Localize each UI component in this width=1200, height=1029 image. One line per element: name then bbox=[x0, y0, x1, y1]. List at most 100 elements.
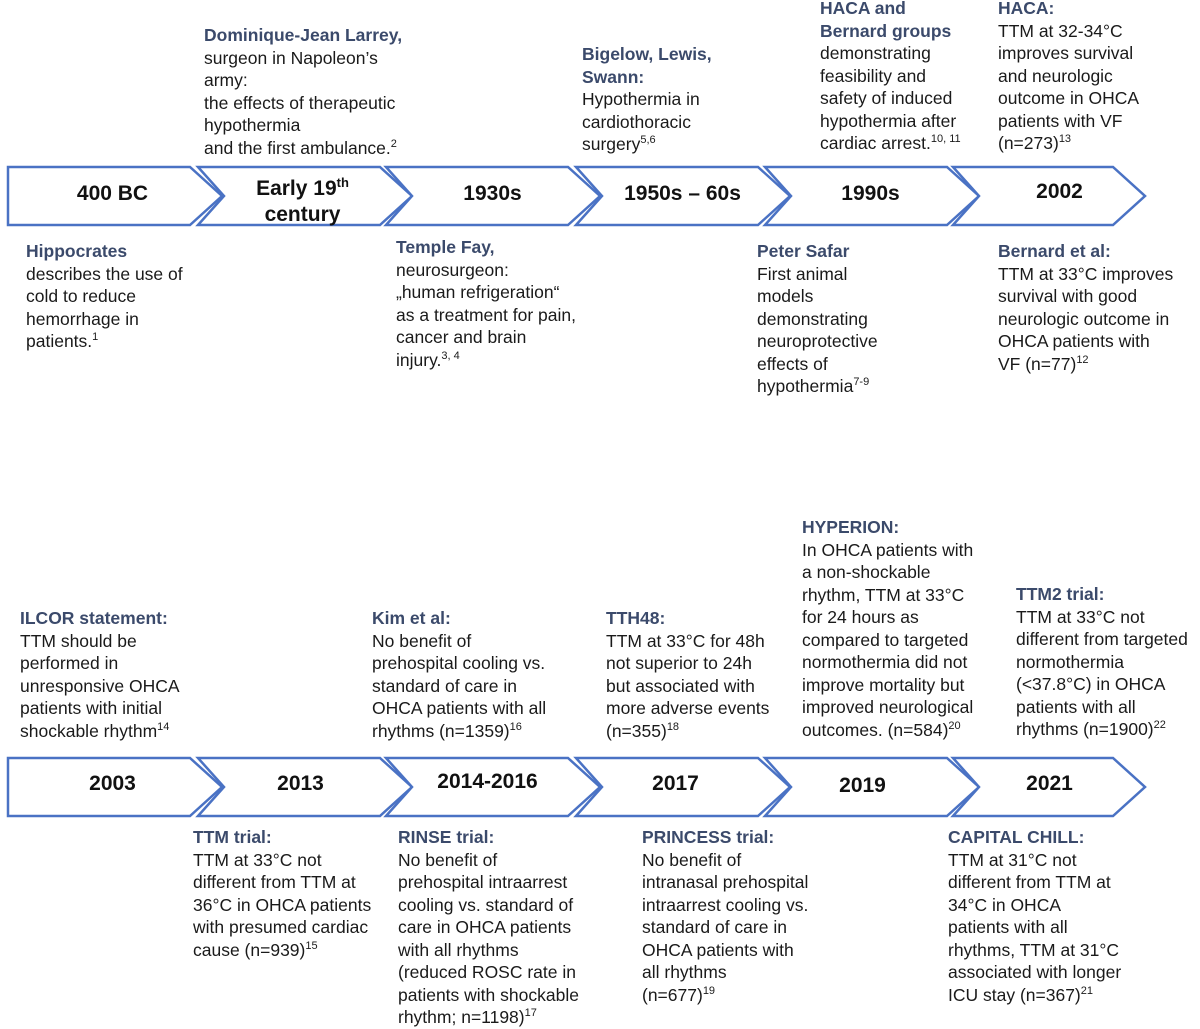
note-line: survival with good bbox=[998, 286, 1138, 306]
note-line: TTM at 32-34°C bbox=[998, 20, 1123, 41]
chevron-400bc bbox=[6, 165, 224, 227]
note-line: cooling vs. standard of bbox=[398, 894, 574, 915]
note-heading: TTH48: bbox=[606, 608, 666, 628]
note-line: normothermia did not bbox=[802, 652, 968, 672]
note-line: First animal bbox=[757, 263, 848, 284]
note-line: No benefit of bbox=[372, 630, 472, 651]
chevron-1990s bbox=[762, 165, 981, 227]
note-line: No benefit of bbox=[398, 849, 498, 870]
note-line: models bbox=[757, 286, 814, 306]
note-line: rhythm, TTM at 33°C bbox=[802, 584, 965, 605]
note-line: different from TTM at bbox=[948, 872, 1111, 892]
note-temple-fay: Temple Fay,neurosurgeon:„human refrigera… bbox=[396, 236, 576, 371]
reference-number: 2 bbox=[390, 137, 397, 150]
note-line: hypothermia after bbox=[820, 110, 957, 131]
note-heading: RINSE trial: bbox=[398, 827, 495, 847]
era-early-19th-century: Early 19th century bbox=[256, 175, 349, 226]
note-line: improved neurological bbox=[802, 697, 974, 717]
note-line: TTM at 33°C for 48h bbox=[606, 630, 765, 651]
note-line: safety of induced bbox=[820, 88, 953, 108]
reference-number: 13 bbox=[1058, 133, 1072, 146]
note-line: shockable rhythm14 bbox=[20, 720, 170, 741]
note-line: intraarrest cooling vs. bbox=[642, 894, 809, 915]
era-400bc: 400 BC bbox=[76, 182, 149, 205]
era-1950s-60s: 1950s – 60s bbox=[624, 182, 741, 205]
note-line: with presumed cardiac bbox=[193, 917, 369, 937]
note-heading: Peter Safar bbox=[757, 241, 850, 261]
era-2003: 2003 bbox=[89, 772, 136, 795]
note-line: demonstrating bbox=[757, 308, 868, 329]
note-line: feasibility and bbox=[820, 65, 927, 86]
note-line: improve mortality but bbox=[802, 674, 965, 695]
reference-number: 21 bbox=[1080, 984, 1094, 997]
chevron-2021 bbox=[950, 756, 1147, 818]
era-1930s: 1930s bbox=[463, 182, 522, 205]
note-line: (n=355)18 bbox=[606, 720, 680, 741]
note-line: and neurologic bbox=[998, 65, 1113, 86]
note-line: compared to targeted bbox=[802, 629, 969, 650]
reference-number: 15 bbox=[305, 939, 318, 952]
note-line: rhythms (n=1900)22 bbox=[1016, 719, 1166, 739]
era-1990s: 1990s bbox=[841, 182, 900, 205]
note-line: rhythms (n=1359)16 bbox=[372, 720, 522, 741]
chevron-2019 bbox=[762, 756, 981, 818]
note-heading: CAPITAL CHILL: bbox=[948, 827, 1085, 847]
note-line: but associated with bbox=[606, 675, 755, 696]
note-heading: Kim et al: bbox=[372, 608, 451, 628]
note-line: patients with all bbox=[1016, 696, 1136, 717]
note-line: In OHCA patients with bbox=[802, 539, 974, 560]
note-line: 34°C in OHCA bbox=[948, 894, 1062, 915]
note-line: outcomes. (n=584)20 bbox=[802, 719, 961, 740]
note-line: hemorrhage in bbox=[26, 308, 139, 329]
note-line: a non-shockable bbox=[802, 562, 931, 582]
note-heading: Dominique-Jean Larrey, bbox=[204, 25, 403, 45]
note-line: cause (n=939)15 bbox=[193, 939, 318, 960]
note-line: improves survival bbox=[998, 43, 1134, 63]
reference-number: 19 bbox=[702, 984, 716, 997]
note-line: „human refrigeration“ bbox=[396, 282, 560, 302]
note-line: outcome in OHCA bbox=[998, 88, 1140, 108]
note-line: effects of bbox=[757, 353, 828, 374]
note-line: patients with shockable bbox=[398, 984, 579, 1005]
note-line: cold to reduce bbox=[26, 286, 136, 306]
note-line: TTM should be bbox=[20, 630, 137, 651]
note-line: TTM at 33°C not bbox=[1016, 606, 1145, 627]
note-heading: Bigelow, Lewis, bbox=[582, 44, 712, 64]
note-heading: TTM2 trial: bbox=[1016, 584, 1105, 604]
note-line: different from TTM at bbox=[193, 872, 356, 892]
note-line: all rhythms bbox=[642, 962, 727, 982]
reference-number: 14 bbox=[157, 720, 170, 733]
reference-number: 16 bbox=[509, 720, 522, 733]
chevron-1950s bbox=[573, 165, 792, 227]
note-line: army: bbox=[204, 70, 248, 90]
note-line: No benefit of bbox=[642, 849, 742, 870]
note-heading: HACA: bbox=[998, 0, 1055, 18]
chevron-2014-2016 bbox=[383, 756, 602, 818]
reference-number: 22 bbox=[1153, 719, 1166, 732]
note-heading: HYPERION: bbox=[802, 517, 900, 537]
note-line: and the first ambulance.2 bbox=[204, 137, 397, 158]
chevron-2017 bbox=[573, 756, 792, 818]
note-line: standard of care in bbox=[642, 917, 787, 937]
note-line: TTM at 33°C not bbox=[193, 849, 322, 870]
note-line: hypothermia bbox=[204, 115, 301, 135]
note-line: (n=677)19 bbox=[642, 984, 716, 1005]
note-line: cardiothoracic bbox=[582, 111, 691, 132]
note-line: VF (n=77)12 bbox=[998, 353, 1089, 374]
reference-number: 7-9 bbox=[853, 376, 870, 389]
reference-number: 1 bbox=[92, 331, 99, 344]
note-line: performed in bbox=[20, 653, 119, 673]
note-line: injury.3, 4 bbox=[396, 349, 460, 370]
note-line: neurosurgeon: bbox=[396, 259, 509, 280]
note-line: cardiac arrest.10, 11 bbox=[820, 133, 961, 153]
note-heading: HACA and bbox=[820, 0, 906, 18]
